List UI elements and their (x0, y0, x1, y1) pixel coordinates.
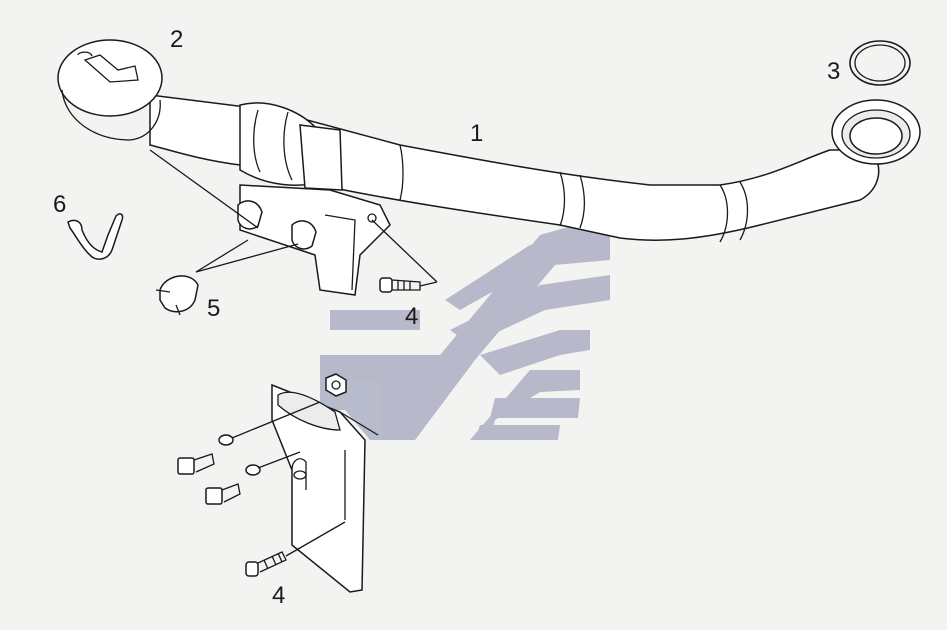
callout-1: 1 (470, 120, 484, 147)
strap (67, 213, 124, 260)
o-ring (849, 40, 911, 86)
callout-4-upper: 4 (405, 303, 419, 330)
bolt-2 (205, 483, 241, 505)
filler-cap (57, 39, 163, 141)
clip (155, 275, 199, 316)
callout-5: 5 (207, 295, 221, 322)
watermark-logo (320, 215, 610, 440)
callout-6: 6 (53, 191, 67, 218)
pipe-end-fitting (831, 99, 921, 165)
callout-2: 2 (170, 26, 184, 53)
screw-lower (245, 551, 287, 577)
bolt-1 (177, 453, 215, 475)
callout-3: 3 (827, 58, 841, 85)
callout-4-lower: 4 (272, 582, 286, 609)
screw-upper (379, 277, 421, 293)
leader-lines (149, 149, 438, 557)
nut (325, 373, 347, 397)
washer-1 (218, 434, 234, 446)
pipe-clamp (239, 102, 343, 191)
pipe-bracket (237, 184, 391, 296)
washer-2 (245, 464, 261, 476)
